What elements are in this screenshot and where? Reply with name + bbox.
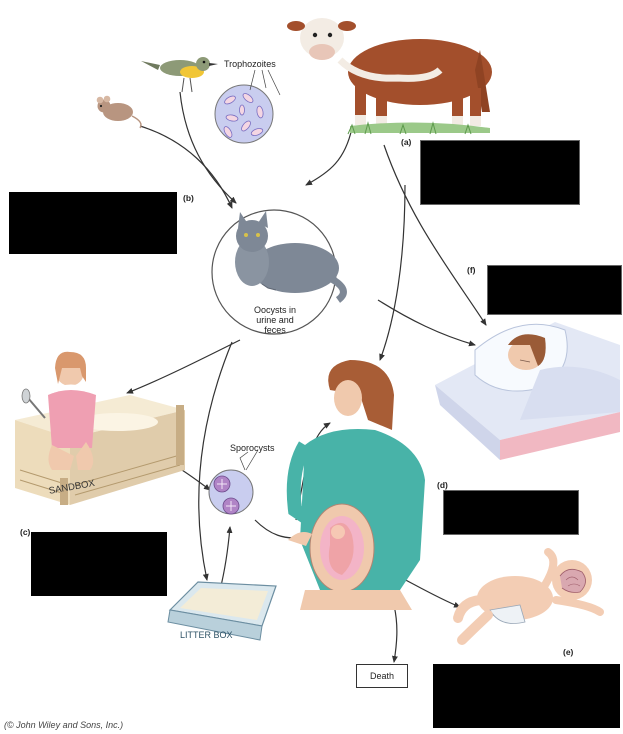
oocysts-line-3: feces [246, 325, 304, 335]
redacted-box-f [487, 265, 622, 315]
redacted-box-c [31, 532, 167, 596]
redacted-box-a [420, 140, 580, 205]
sporocysts-circle [209, 450, 258, 514]
death-box: Death [356, 664, 408, 688]
label-c: (c) [20, 527, 30, 537]
label-b: (b) [183, 193, 194, 203]
label-f: (f) [467, 265, 476, 275]
redacted-box-d [443, 490, 579, 535]
redacted-box-b [9, 192, 177, 254]
mouse-illustration [97, 96, 141, 128]
oocysts-line-1: Oocysts in [246, 305, 304, 315]
oocysts-line-2: urine and [246, 315, 304, 325]
trophozoites-circle [215, 70, 280, 143]
sick-patient-illustration [435, 322, 620, 460]
arrow-cow-to-cat [306, 128, 352, 185]
label-e: (e) [563, 647, 573, 657]
trophozoites-label: Trophozoites [224, 59, 276, 69]
oocysts-label: Oocysts in urine and feces [246, 305, 304, 335]
arrow-cat-to-f [378, 300, 475, 345]
label-d: (d) [437, 480, 448, 490]
arrow-litter-to-spore [220, 527, 230, 590]
redacted-box-e [433, 664, 620, 728]
litter-box-label: LITTER BOX [180, 630, 233, 640]
label-a: (a) [401, 137, 411, 147]
bird-illustration [141, 57, 218, 92]
arrow-cow-to-mother [380, 185, 405, 360]
cow-illustration [287, 18, 492, 134]
mother-illustration [288, 360, 425, 610]
sporocysts-label: Sporocysts [230, 443, 275, 453]
copyright-credit: (© John Wiley and Sons, Inc.) [4, 720, 123, 730]
baby-illustration [458, 552, 600, 640]
arrow-cat-to-litter [199, 342, 232, 580]
